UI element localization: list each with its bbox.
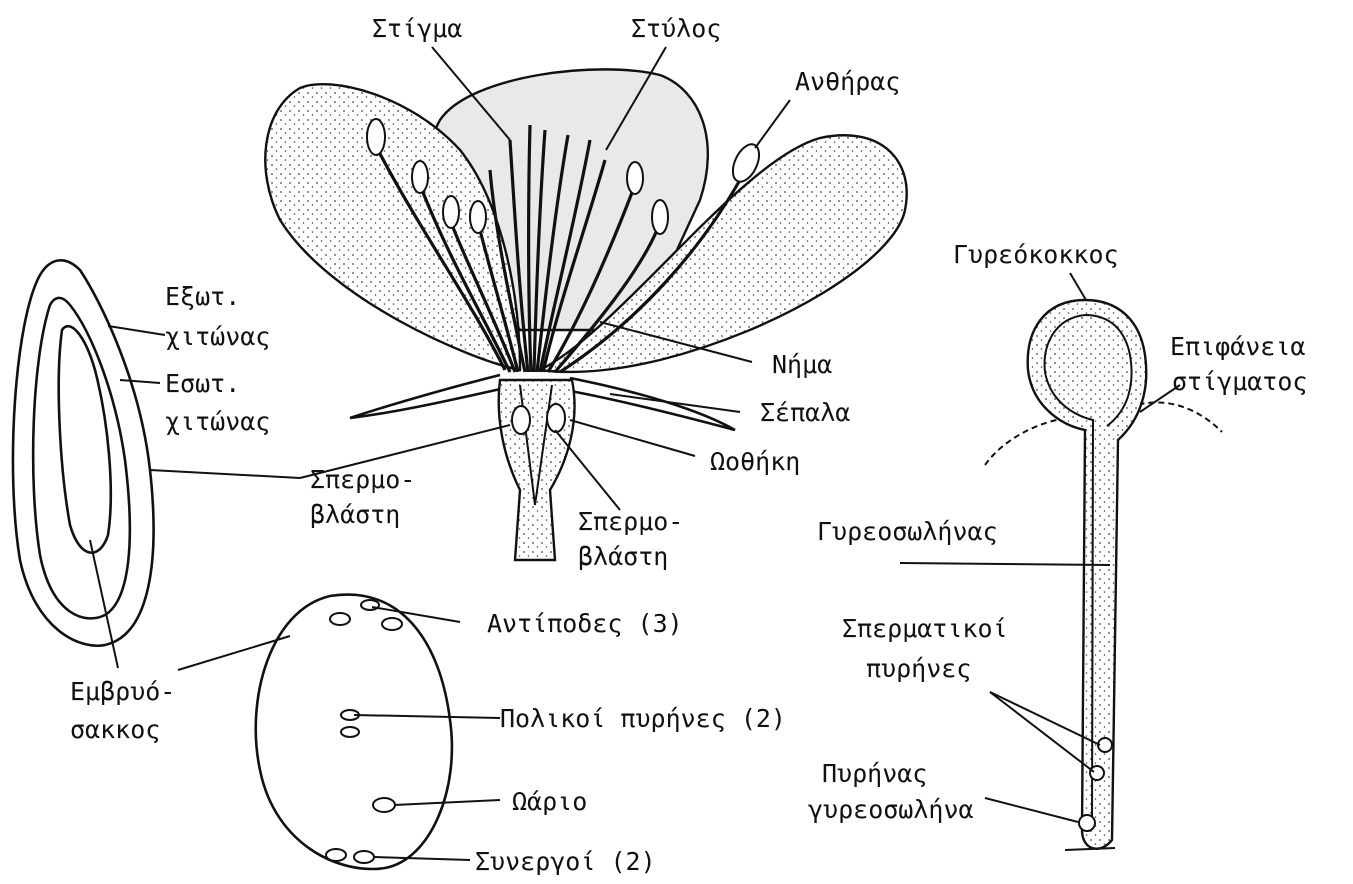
label-sperm-nuclei-2: πυρήνες — [866, 654, 971, 683]
sperm-nucleus-2 — [1090, 766, 1104, 780]
sperm-nucleus-1 — [1098, 738, 1112, 752]
label-synergids: Συνεργοί (2) — [475, 847, 656, 876]
label-inner-integument-1: Εσωτ. — [165, 369, 240, 398]
embryo-sac — [256, 595, 452, 869]
label-stigma-surface-1: Επιφάνεια — [1170, 332, 1305, 361]
embryo-sac-shape — [59, 326, 111, 552]
label-stigma-surface-2: στίγματος — [1172, 367, 1307, 396]
ovule-left-shape — [512, 406, 530, 434]
stigma-surface — [985, 418, 1080, 465]
label-ovule-left-2: βλάστη — [310, 500, 400, 529]
ovule-section — [13, 260, 154, 645]
label-ovule-right-2: βλάστη — [578, 542, 668, 571]
antipodal-3 — [382, 618, 402, 630]
inner-integument — [33, 298, 130, 619]
label-polar-nuclei: Πολικοί πυρήνες (2) — [500, 704, 786, 733]
label-sperm-nuclei-1: Σπερματικοί — [842, 614, 1008, 643]
polar-nucleus-2 — [341, 727, 359, 737]
label-ovary: Ωοθήκη — [710, 447, 800, 476]
egg-cell — [373, 798, 395, 812]
ovule-right-shape — [547, 404, 565, 432]
label-egg: Ωάριο — [512, 787, 587, 816]
sepal-left — [350, 375, 505, 418]
label-embryo-sac-2: σακκος — [70, 715, 160, 744]
label-pollen-tube: Γυρεοσωλήνας — [817, 517, 998, 546]
label-style: Στύλος — [631, 14, 721, 43]
label-embryo-sac-1: Εμβρυό- — [70, 677, 175, 706]
label-ovule-right-1: Σπερμο- — [578, 507, 683, 536]
label-anther: Ανθήρας — [795, 67, 900, 96]
label-outer-integument-2: χιτώνας — [165, 322, 270, 351]
synergid-2 — [354, 851, 374, 863]
tube-nucleus — [1079, 815, 1095, 831]
antipodal-1 — [330, 613, 350, 625]
label-filament: Νήμα — [772, 350, 832, 379]
receptacle — [499, 380, 575, 560]
label-pollen-grain: Γυρεόκοκκος — [953, 240, 1119, 269]
synergid-1 — [326, 849, 346, 861]
label-sepals: Σέπαλα — [760, 398, 850, 427]
label-antipodals: Αντίποδες (3) — [487, 609, 683, 638]
label-tube-nucleus-1: Πυρήνας — [822, 759, 927, 788]
label-inner-integument-2: χιτώνας — [165, 407, 270, 436]
label-outer-integument-1: Εξωτ. — [165, 282, 240, 311]
label-ovule-left-1: Σπερμο- — [310, 465, 415, 494]
label-stigma: Στίγμα — [372, 14, 462, 43]
sepal-right — [565, 378, 735, 430]
label-tube-nucleus-2: γυρεοσωλήνα — [808, 795, 974, 824]
